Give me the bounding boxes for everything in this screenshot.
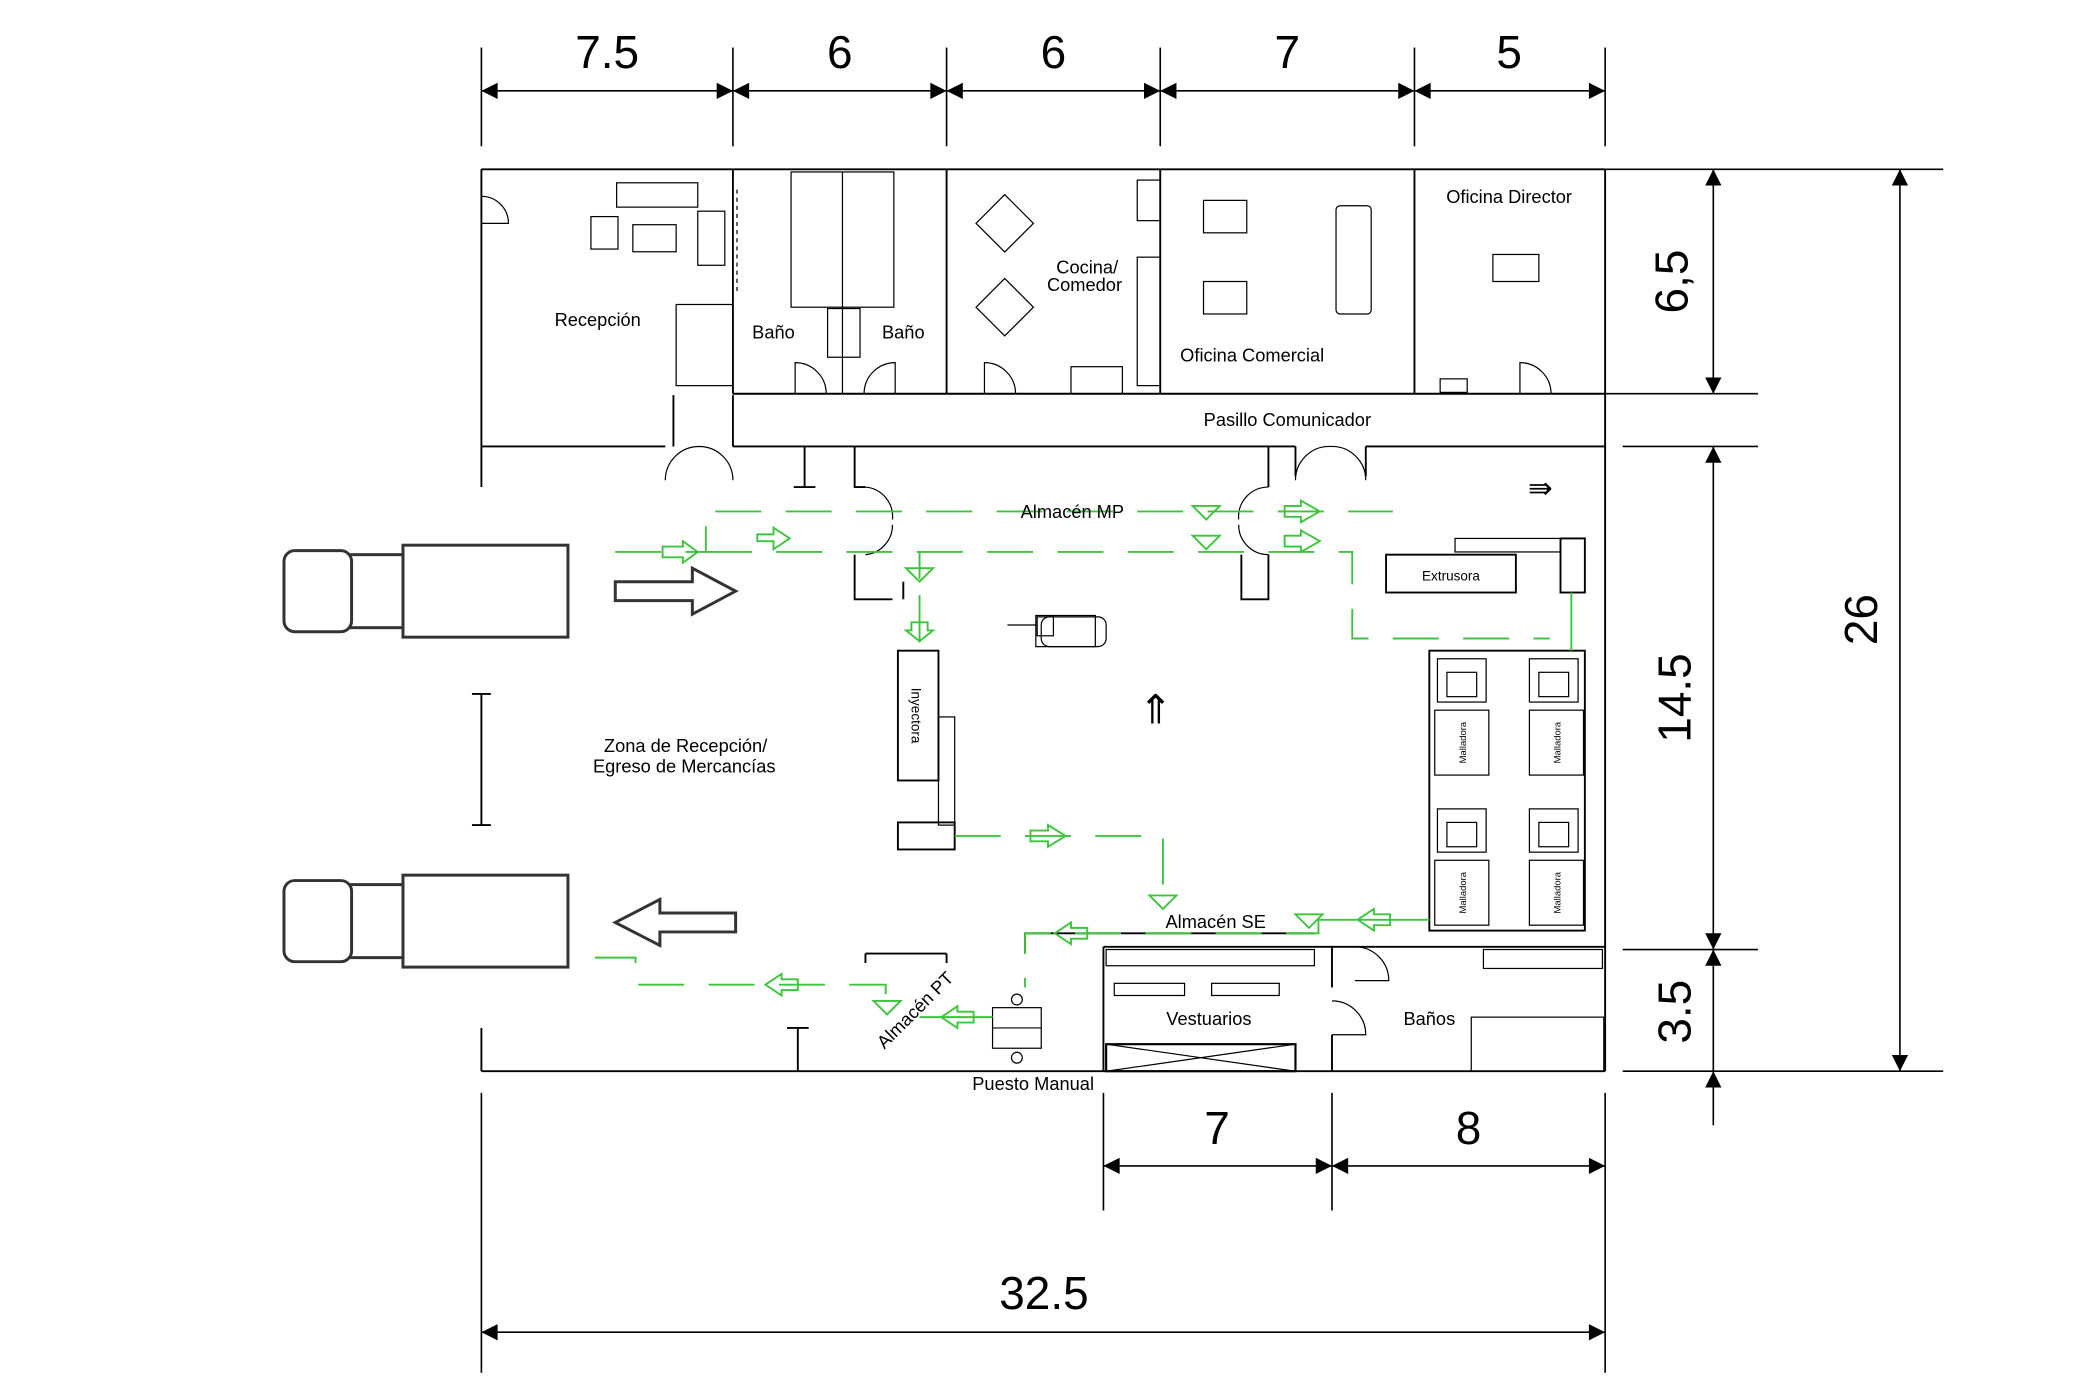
label-director-office: Oficina Director — [1446, 186, 1572, 207]
material-flow — [594, 498, 1573, 1030]
mesh-machine-label: Malladora — [1458, 871, 1469, 913]
dim-top-3: 6 — [1041, 26, 1067, 78]
label-raw-material-store: Almacén MP — [1021, 501, 1124, 522]
label-manual-station: Puesto Manual — [972, 1073, 1094, 1094]
label-reception: Recepción — [555, 309, 641, 330]
dim-top-1: 7.5 — [575, 26, 639, 78]
label-corridor: Pasillo Comunicador — [1204, 409, 1371, 430]
mesh-machine-label: Malladora — [1458, 721, 1469, 763]
dim-bottom-2: 8 — [1456, 1102, 1482, 1154]
label-locker-rooms: Vestuarios — [1166, 1008, 1251, 1029]
label-finished-store: Almacén PT — [872, 967, 957, 1052]
doors — [481, 195, 1552, 1036]
injector: Inyectora — [896, 649, 956, 851]
manual-station — [991, 993, 1042, 1064]
dim-top-2: 6 — [827, 26, 853, 78]
arrow-out-icon — [612, 897, 738, 948]
furniture — [590, 171, 1540, 648]
label-semi-finished-store: Almacén SE — [1165, 911, 1265, 932]
label-commercial-office: Oficina Comercial — [1180, 344, 1324, 365]
label-reception-zone-2: Egreso de Mercancías — [593, 755, 776, 776]
truck-outgoing — [282, 873, 738, 969]
bottom-dimensions: 7 8 32.5 — [480, 1092, 1606, 1373]
dim-total-height: 26 — [1835, 594, 1887, 645]
direction-arrow-icon: ⇛ — [1528, 472, 1553, 505]
direction-arrow-up-icon: ⇑ — [1139, 687, 1173, 733]
walls — [471, 168, 1607, 1073]
label-kitchen-1: Cocina/ — [1056, 256, 1119, 277]
dim-right-3: 3.5 — [1648, 980, 1700, 1044]
mesh-machine-label: Malladora — [1553, 721, 1564, 763]
label-reception-zone-1: Zona de Recepción/ — [604, 735, 768, 756]
locker-room-fixtures — [1105, 948, 1605, 1073]
extruder: Extrusora — [1385, 537, 1586, 594]
dim-right-1: 6,5 — [1646, 250, 1698, 314]
extruder-label: Extrusora — [1422, 568, 1480, 583]
mesh-machine-area: Malladora Malladora Malladora Malladora — [1428, 649, 1586, 932]
dim-top-5: 5 — [1496, 26, 1522, 78]
injector-label: Inyectora — [908, 688, 923, 744]
arrow-in-icon — [613, 565, 739, 617]
dim-top-4: 7 — [1275, 26, 1301, 78]
mesh-machine-label: Malladora — [1553, 871, 1564, 913]
label-bath-left: Baño — [752, 321, 795, 342]
label-bathrooms: Baños — [1403, 1008, 1455, 1029]
label-kitchen-2: Comedor — [1047, 274, 1122, 295]
dim-total-width: 32.5 — [999, 1267, 1088, 1319]
right-dimensions: 6,5 14.5 3.5 26 — [1605, 168, 1944, 1126]
forklift-icon — [1007, 614, 1096, 648]
room-labels: Recepción Baño Baño Cocina/ Comedor Ofic… — [555, 186, 1572, 1094]
truck-incoming — [282, 543, 739, 639]
label-bath-right: Baño — [882, 321, 925, 342]
dim-bottom-1: 7 — [1204, 1102, 1230, 1154]
dim-right-2: 14.5 — [1648, 653, 1700, 742]
top-dimensions: 7.5 6 6 7 5 — [480, 26, 1606, 147]
